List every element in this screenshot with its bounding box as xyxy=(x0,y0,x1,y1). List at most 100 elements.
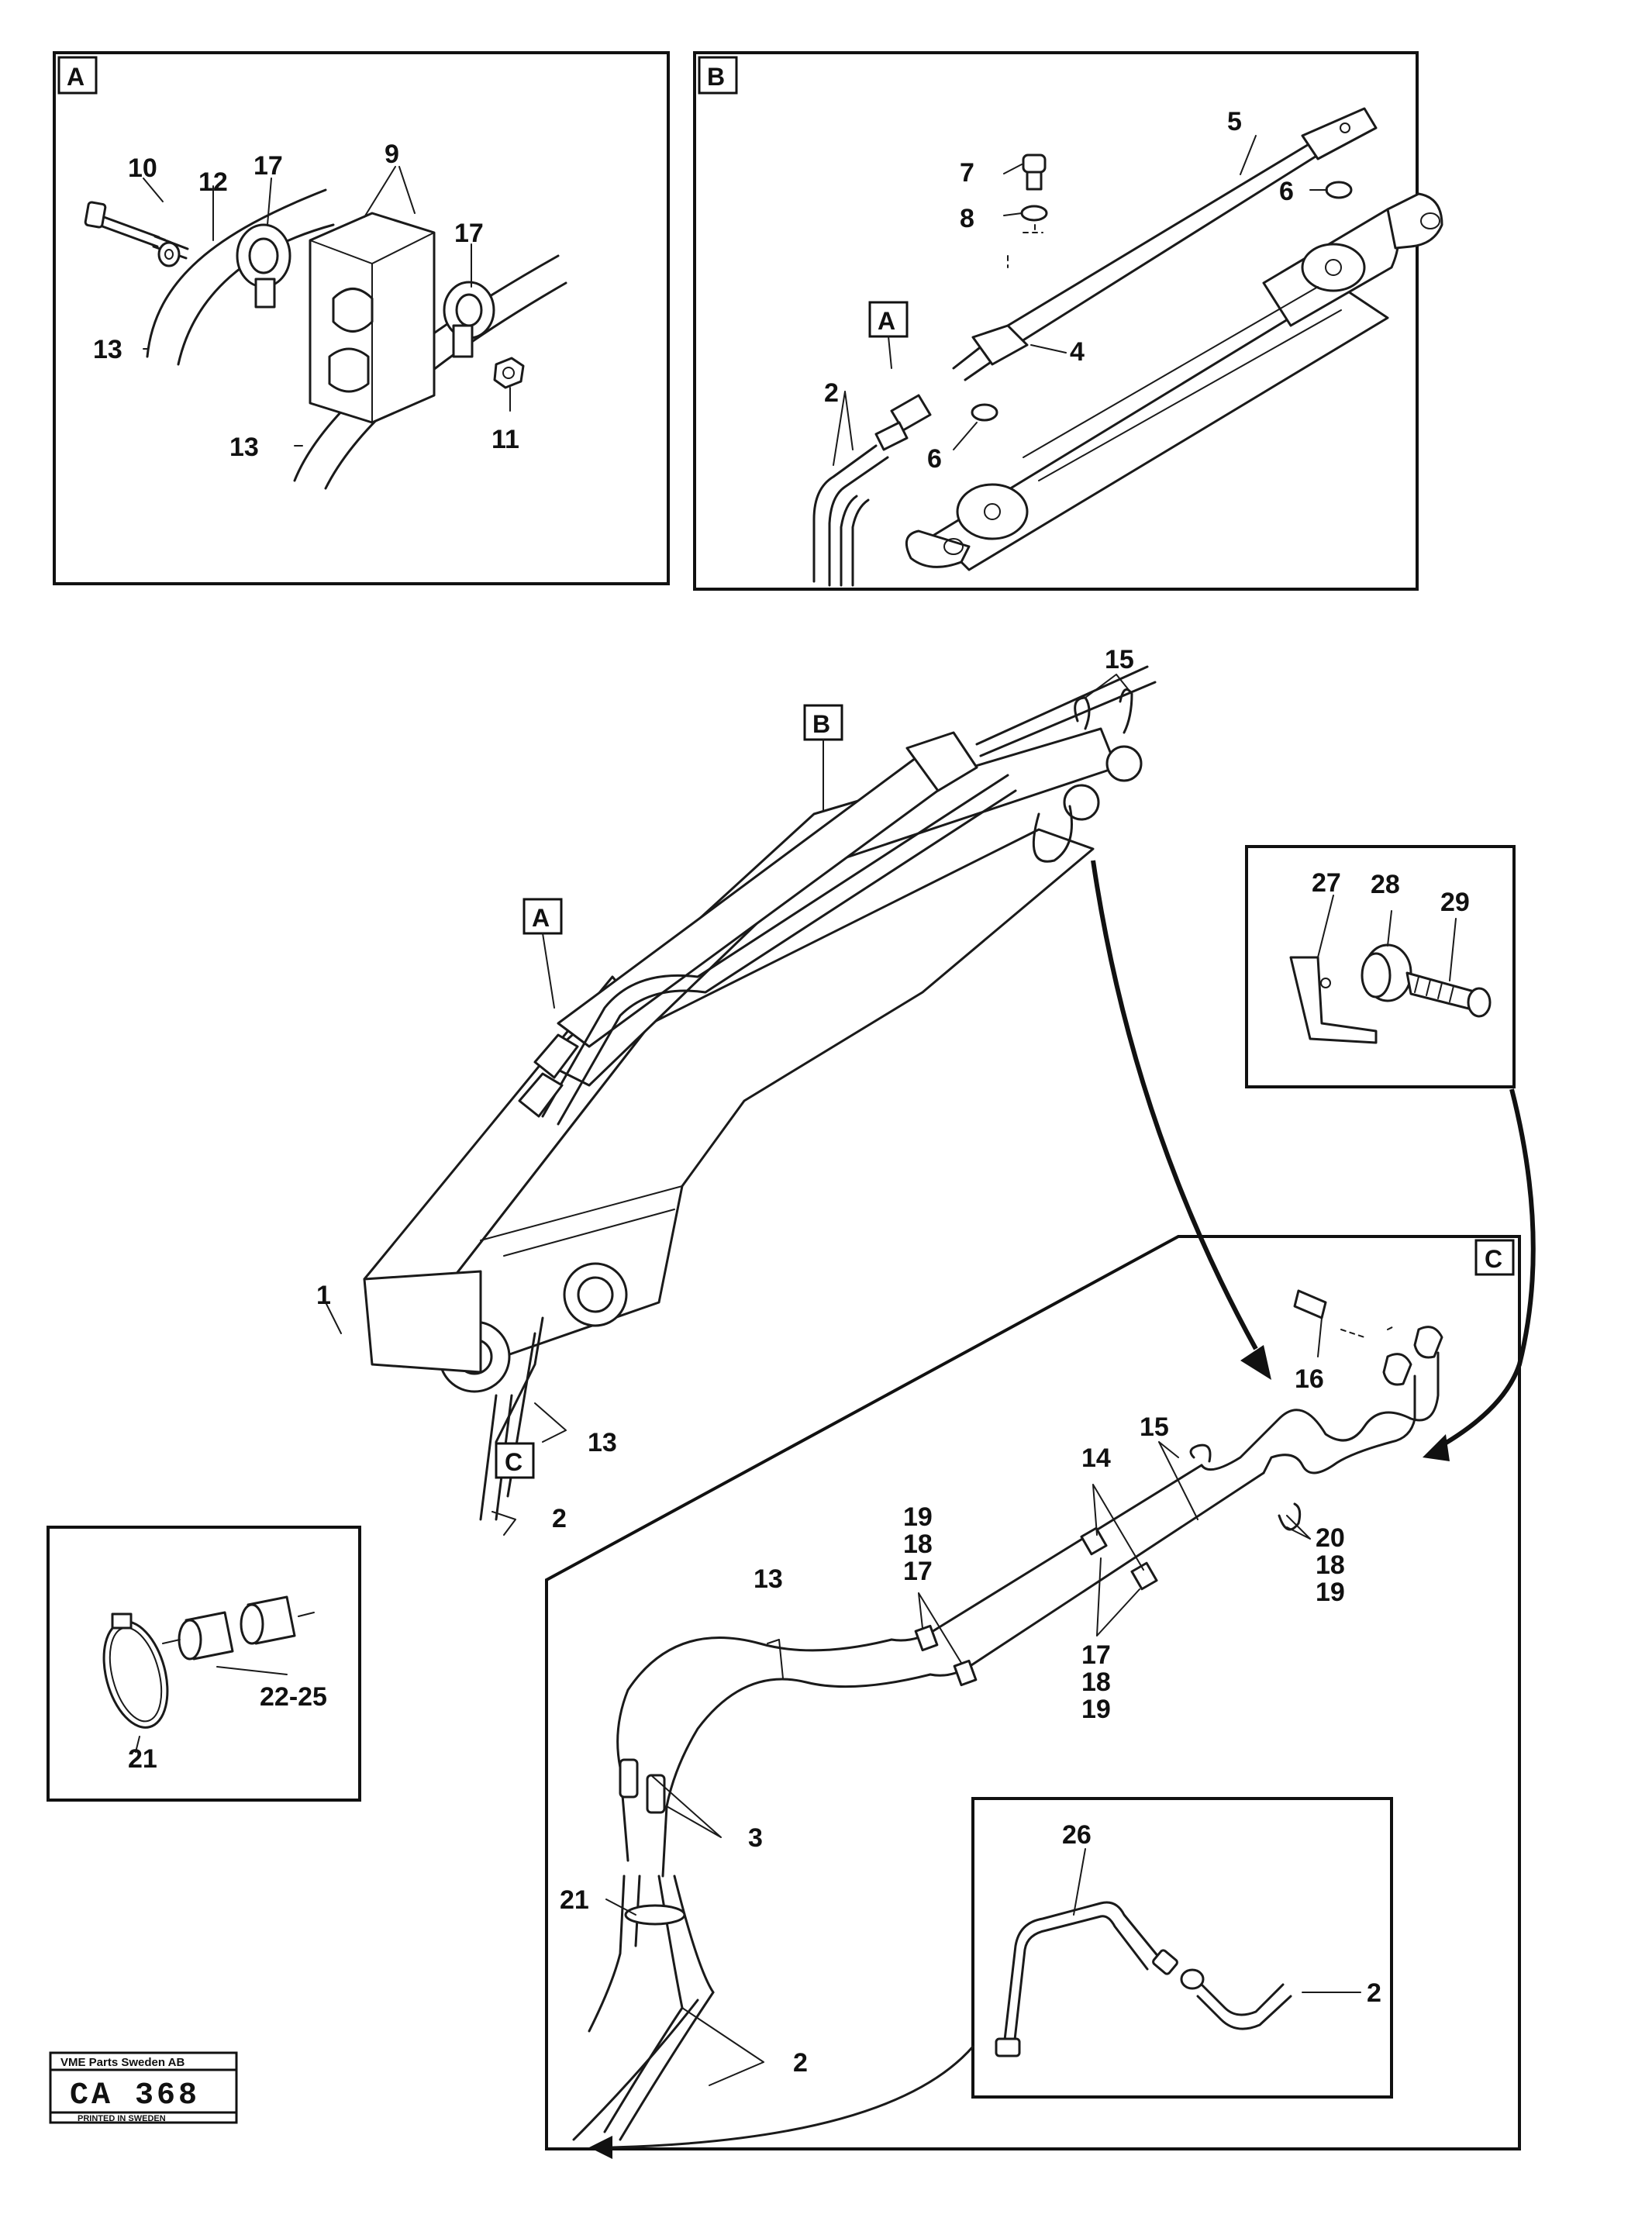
callout-a: A xyxy=(532,904,550,932)
panel-pipe-frame xyxy=(971,1797,1393,2099)
routing-arrows xyxy=(589,860,1536,2159)
callout-5: 5 xyxy=(1227,107,1242,136)
panel-a-frame xyxy=(53,51,670,585)
hose-part xyxy=(840,495,858,587)
callout-b-box xyxy=(803,704,843,741)
fitting-part xyxy=(1180,1968,1205,1990)
pipe-part xyxy=(1002,1901,1161,2048)
callout-b: B xyxy=(812,710,830,738)
hose-part xyxy=(1200,1983,1285,2016)
callout-c: C xyxy=(505,1448,523,1476)
callout-13: 13 xyxy=(229,433,259,462)
hose-curve xyxy=(146,188,327,358)
piston-rod xyxy=(975,665,1149,746)
callout-21: 21 xyxy=(560,1885,589,1915)
clamp-part xyxy=(1080,1526,1108,1556)
callout-9: 9 xyxy=(385,140,399,169)
callout-12: 12 xyxy=(198,167,228,197)
callout-17: 17 xyxy=(454,219,484,248)
hose-part xyxy=(812,444,878,583)
callout-11: 11 xyxy=(491,425,519,454)
hose-loop xyxy=(1189,1443,1212,1463)
boom-foot xyxy=(363,1270,482,1374)
callout-16: 16 xyxy=(1295,1364,1324,1394)
main-boom-view: B A C 15 1 13 2 xyxy=(316,645,1157,1536)
callout-22-25: 22-25 xyxy=(260,1682,327,1712)
callout-a: A xyxy=(878,307,895,335)
stamp-code: CA 368 xyxy=(70,2078,200,2113)
panel-a-tag: A xyxy=(67,63,84,91)
hose-part xyxy=(1196,1995,1292,2030)
callout-1: 1 xyxy=(316,1281,331,1310)
callout-13: 13 xyxy=(588,1428,617,1457)
piston-rod xyxy=(979,681,1157,757)
hose-part xyxy=(828,456,889,587)
clamp-part xyxy=(236,223,291,309)
pipe-flange xyxy=(1301,107,1378,160)
clamp-part xyxy=(518,1072,564,1118)
callout-19: 19 xyxy=(1081,1695,1111,1724)
washer-part xyxy=(971,403,998,422)
callout-17: 17 xyxy=(1081,1640,1111,1670)
hose-part xyxy=(661,1673,932,1878)
title-stamp: VME Parts Sweden AB CA 368 PRINTED IN SW… xyxy=(49,2051,238,2124)
callout-2: 2 xyxy=(793,2048,808,2078)
hose-part xyxy=(673,1874,715,1994)
hose-part xyxy=(657,1874,684,2009)
flange-part xyxy=(971,324,1029,366)
flow-arrow xyxy=(611,2045,974,2149)
elbow-part xyxy=(1382,1353,1412,1386)
hose-part xyxy=(1200,1351,1440,1471)
callout-29: 29 xyxy=(1440,888,1470,917)
hose-loop xyxy=(1032,805,1073,863)
callout-13: 13 xyxy=(754,1564,783,1594)
callout-19: 19 xyxy=(903,1502,933,1532)
stamp-frame xyxy=(49,2051,238,2124)
hose-curve xyxy=(177,223,335,366)
callout-21: 21 xyxy=(128,1744,157,1774)
boom-cylinder-head xyxy=(905,731,978,792)
fitting-part xyxy=(995,2037,1021,2057)
arrowhead xyxy=(1240,1345,1271,1380)
panel-b-tag-box xyxy=(698,56,738,95)
hose-part xyxy=(588,1874,626,2033)
hose-part xyxy=(851,498,870,587)
panel-c-tag-box xyxy=(1474,1239,1515,1276)
detail-panel-a: A xyxy=(53,51,670,585)
hose-part xyxy=(890,1464,1203,1642)
hose-part xyxy=(619,1991,715,2141)
nut-part xyxy=(493,357,525,389)
callout-17: 17 xyxy=(903,1557,933,1586)
callout-6: 6 xyxy=(927,444,942,474)
washer-part xyxy=(157,241,181,267)
panel-bracket-frame xyxy=(1245,845,1516,1088)
hydraulic-cylinder-part xyxy=(905,192,1443,571)
callout-13: 13 xyxy=(93,335,122,364)
detail-panel-clip: 22-25 21 xyxy=(47,1526,361,1802)
bolt-part xyxy=(1022,153,1047,174)
panel-b-tag: B xyxy=(707,63,725,91)
washer-part xyxy=(1020,205,1048,222)
arrowhead xyxy=(1423,1434,1450,1461)
callout-2: 2 xyxy=(552,1504,567,1533)
panel-c-frame xyxy=(545,1235,1521,2150)
pipe-part xyxy=(1012,1915,1149,2048)
arrowhead xyxy=(589,2136,612,2159)
callout-14: 14 xyxy=(1081,1443,1111,1473)
hose-part xyxy=(541,774,1009,1118)
callout-6: 6 xyxy=(1279,177,1294,206)
callout-7: 7 xyxy=(960,158,974,188)
detail-panel-b: B xyxy=(693,51,1443,591)
callout-10: 10 xyxy=(128,153,157,183)
clamp-part xyxy=(533,1033,579,1079)
hose-part xyxy=(603,2006,684,2133)
fitting-part xyxy=(1293,1289,1327,1319)
fitting-part xyxy=(1152,1949,1178,1975)
flow-arrow xyxy=(1091,860,1258,1350)
clamp-part xyxy=(443,281,495,358)
pivot-eye xyxy=(1105,745,1143,782)
elbow-part xyxy=(1413,1326,1443,1359)
callout-17: 17 xyxy=(253,151,283,181)
